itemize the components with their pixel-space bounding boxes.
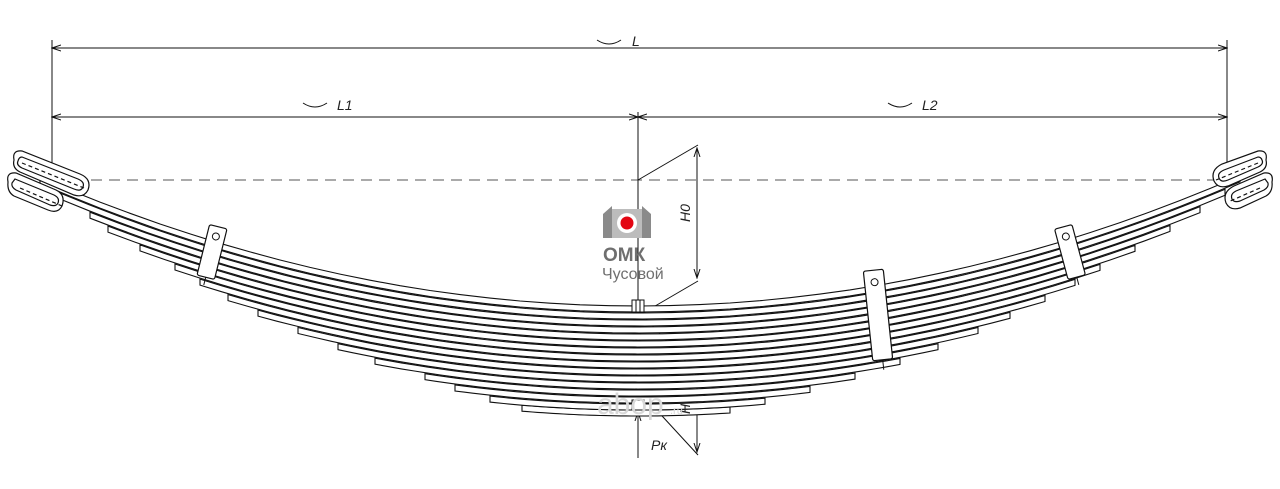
rebound-clip-right-center — [862, 268, 894, 370]
omk-logo: ОМК Чусовой — [602, 206, 664, 283]
label-Pk: Pк — [651, 437, 668, 453]
dimension-lines — [52, 39, 1227, 180]
watermark-brand: abop — [597, 388, 664, 421]
spring-leaf — [107, 224, 1171, 334]
spring-leaf — [454, 384, 811, 404]
rebound-clip-left-inner — [1054, 224, 1086, 285]
omk-logo-icon — [603, 206, 651, 238]
abop-watermark: abop .ru — [597, 388, 683, 421]
label-H: H — [677, 403, 693, 414]
logo-name: ОМК — [603, 245, 646, 266]
spring-leaf — [89, 205, 1201, 327]
label-L1: L1 — [337, 97, 353, 113]
spring-leaf — [374, 357, 901, 390]
spring-leaf — [257, 309, 1011, 369]
spring-leaf — [424, 372, 856, 397]
watermark-suffix: .ru — [670, 405, 683, 417]
right-eye — [1212, 150, 1273, 210]
rebound-clip-left-outer — [196, 224, 228, 286]
label-L: L — [632, 33, 640, 49]
label-H0: H0 — [677, 204, 693, 222]
spring-leaf — [337, 343, 939, 383]
spring-leaf — [297, 326, 979, 376]
logo-subtitle: Чусовой — [602, 266, 664, 283]
spring-leaf — [39, 175, 1241, 313]
spring-leaves — [39, 175, 1241, 417]
spring-leaf — [199, 278, 1076, 355]
spring-leaf — [227, 293, 1046, 362]
center-bolt — [631, 299, 645, 411]
left-eye — [7, 150, 90, 212]
spring-leaf — [489, 395, 766, 411]
label-L2: L2 — [922, 97, 938, 113]
